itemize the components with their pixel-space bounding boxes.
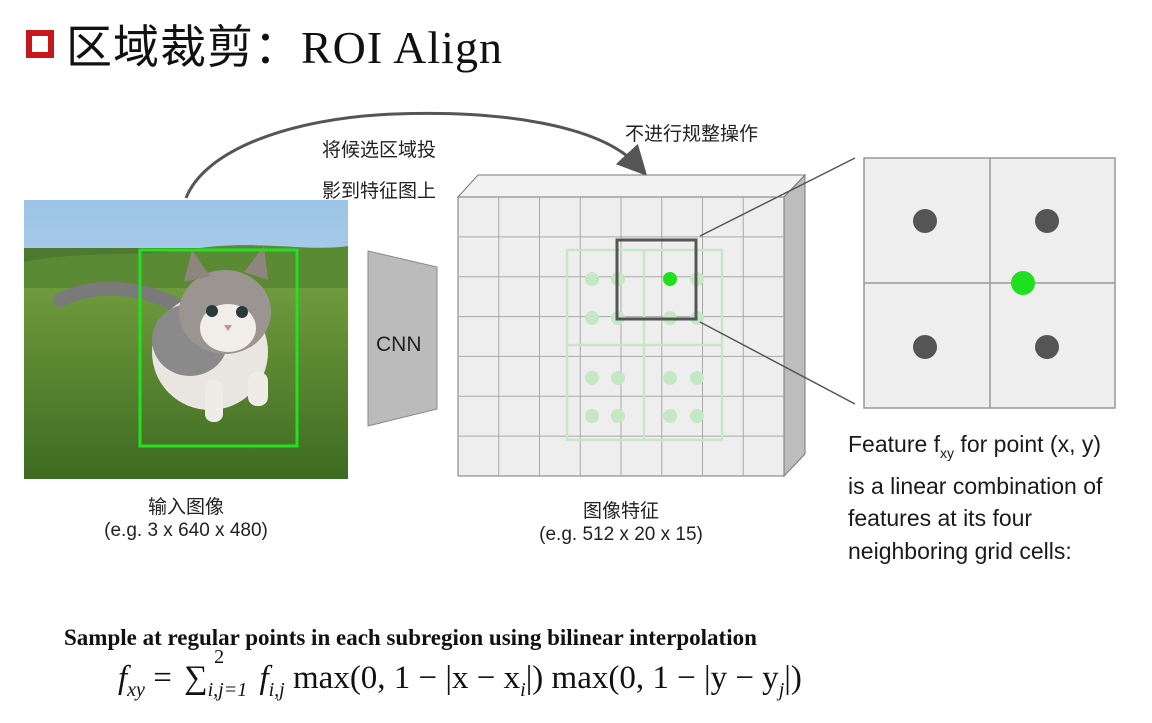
- grid-center-dot: [913, 335, 937, 359]
- sample-point: [663, 272, 677, 286]
- subregion-sample-point: [585, 371, 599, 385]
- subregion-sample-point: [611, 409, 625, 423]
- feature-description: Feature fxy for point (x, y) is a linear…: [848, 431, 1103, 564]
- cnn-block: [367, 250, 438, 427]
- sample-point-zoomed: [1011, 271, 1035, 295]
- subregion-sample-point: [611, 371, 625, 385]
- slide-title: 区域裁剪：ROI Align: [26, 14, 503, 74]
- zoom-line-top: [699, 157, 856, 237]
- zoom-line-bottom: [699, 321, 856, 405]
- feature-map-label: 图像特征: [582, 500, 659, 522]
- subregion-sample-point: [690, 409, 704, 423]
- subregion-sample-point: [663, 371, 677, 385]
- roi-box: [138, 248, 299, 448]
- projection-arrow: [184, 111, 648, 199]
- subregion-sample-point: [663, 409, 677, 423]
- subregion-sample-point: [585, 311, 599, 325]
- title-bullet-icon: [26, 30, 54, 58]
- zoom-grid: [863, 157, 1116, 409]
- feature-map-shape: (e.g. 512 x 20 x 15): [539, 524, 703, 545]
- sample-caption: Sample at regular points in each subregi…: [64, 625, 757, 650]
- roi-subregions: [565, 248, 724, 442]
- arrow-label-line1: 将候选区域投: [322, 139, 437, 161]
- feature-map: [456, 173, 807, 478]
- arrow-label-line2: 影到特征图上: [322, 180, 437, 202]
- grid-center-dot: [913, 209, 937, 233]
- subregion-sample-point: [690, 371, 704, 385]
- subregion-sample-point: [585, 409, 599, 423]
- grid-center-dot: [1035, 209, 1059, 233]
- input-image: [24, 200, 348, 479]
- grid-center-dot: [1035, 335, 1059, 359]
- kitten-icon: [53, 246, 271, 422]
- subregion-sample-point: [585, 272, 599, 286]
- zoom-cell: [615, 238, 698, 321]
- input-image-label: 输入图像: [147, 496, 224, 518]
- input-image-shape: (e.g. 3 x 640 x 480): [104, 520, 268, 541]
- no-snap-label: 不进行规整操作: [625, 123, 759, 145]
- title-text: 区域裁剪：ROI Align: [66, 22, 503, 73]
- cnn-label: CNN: [376, 333, 422, 356]
